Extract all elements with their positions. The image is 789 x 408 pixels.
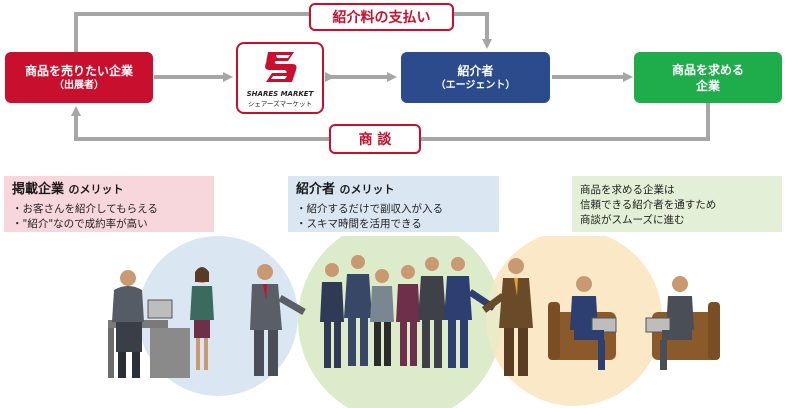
seller-merit-title-main: 掲載企業 (12, 182, 65, 197)
buyer-meeting-scene (548, 276, 720, 370)
woman-figure (190, 267, 214, 370)
man-figure-left (250, 264, 306, 376)
seller-merit-title: 掲載企業 のメリット (12, 181, 206, 198)
buyer-merit-panel: 商品を求める企業は 信頼できる紹介者を通すため 商談がスムーズに進む (572, 176, 782, 232)
agent-merit-panel: 紹介者 のメリット 紹介するだけで副収入が入る スキマ時間を活用できる (288, 176, 499, 232)
buyer-merit-line: 商品を求める企業は (580, 184, 675, 196)
agent-box: 紹介者 （エージェント） (401, 52, 550, 103)
buyer-box: 商品を求める 企業 (634, 52, 782, 103)
seller-box: 商品を売りたい企業 （出展者） (5, 52, 153, 103)
agent-sublabel: （エージェント） (435, 79, 516, 91)
agent-group (320, 255, 496, 368)
list-item: "紹介"なので成約率が高い (12, 217, 206, 232)
seller-merit-title-rest: のメリット (68, 183, 124, 196)
buyer-merit-line: 商談がスムーズに進む (580, 214, 685, 226)
list-item: スキマ時間を活用できる (296, 217, 491, 232)
seller-office-scene (108, 270, 190, 378)
platform-brand-kana: シェアーズマーケット (247, 100, 313, 108)
business-people-illustration (108, 236, 720, 408)
deal-label: 商 談 (329, 124, 421, 154)
buyer-label: 商品を求める (671, 62, 744, 77)
agent-merit-title-main: 紹介者 (296, 182, 336, 197)
fee-label: 紹介料の支払い (309, 3, 454, 31)
buyer-merit-line: 信頼できる紹介者を通すため (580, 199, 717, 211)
shares-market-logo-icon (265, 52, 297, 82)
seller-sublabel: （出展者） (54, 79, 104, 91)
platform-box: SHARES MARKET シェアーズマーケット (236, 42, 324, 114)
agent-label: 紹介者 (457, 63, 494, 78)
list-item: お客さんを紹介してもらえる (12, 202, 206, 217)
list-item: 紹介するだけで副収入が入る (296, 202, 491, 217)
fee-arrow (74, 12, 492, 52)
agent-merit-title-rest: のメリット (339, 183, 395, 196)
seller-merit-panel: 掲載企業 のメリット お客さんを紹介してもらえる "紹介"なので成約率が高い (4, 176, 214, 232)
platform-brand: SHARES MARKET (246, 90, 314, 98)
seller-label: 商品を売りたい企業 (24, 63, 133, 78)
agent-merit-title: 紹介者 のメリット (296, 181, 491, 198)
buyer-label-2: 企業 (695, 78, 720, 93)
man-figure-right (481, 258, 533, 376)
agent-merit-list: 紹介するだけで副収入が入る スキマ時間を活用できる (296, 202, 491, 232)
seller-merit-list: お客さんを紹介してもらえる "紹介"なので成約率が高い (12, 202, 206, 232)
